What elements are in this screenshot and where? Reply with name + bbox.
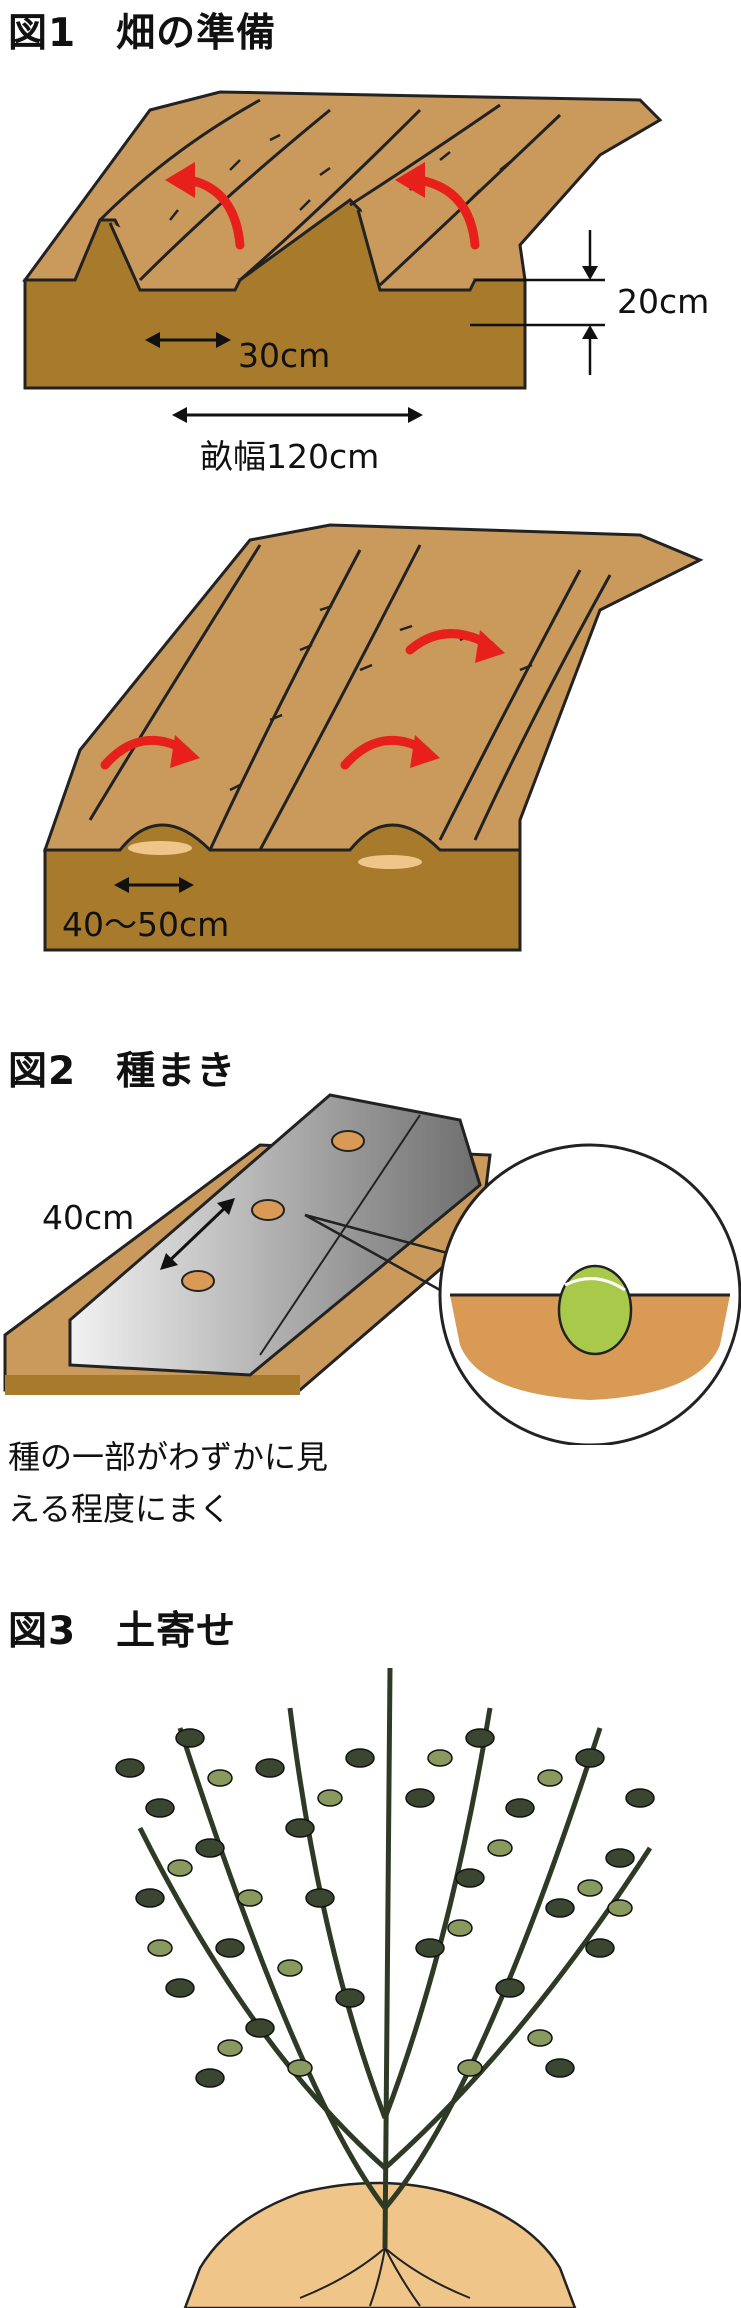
fig3-plant-diagram xyxy=(115,1667,655,2308)
bed-width-label: 畝幅120cm xyxy=(200,437,380,476)
fig1-top-diagram xyxy=(22,90,663,423)
seed-caption-line2: える程度にまく xyxy=(8,1490,232,1528)
seed-caption-line1: 種の一部がわずかに見 xyxy=(8,1438,329,1476)
fig1-bottom-diagram xyxy=(42,523,704,952)
furrow-width-label: 30cm xyxy=(238,336,331,375)
fig2-title: 図2 種まき xyxy=(8,1049,237,1094)
ridge-width-label: 40〜50cm xyxy=(62,905,230,944)
foliage xyxy=(115,1728,655,2088)
depth-label: 20cm xyxy=(617,282,710,321)
fig1-title: 図1 畑の準備 xyxy=(8,11,277,56)
seed-spacing-label: 40cm xyxy=(42,1198,135,1237)
fig2-diagram xyxy=(3,1093,741,1445)
fig3-title: 図3 土寄せ xyxy=(8,1609,237,1654)
